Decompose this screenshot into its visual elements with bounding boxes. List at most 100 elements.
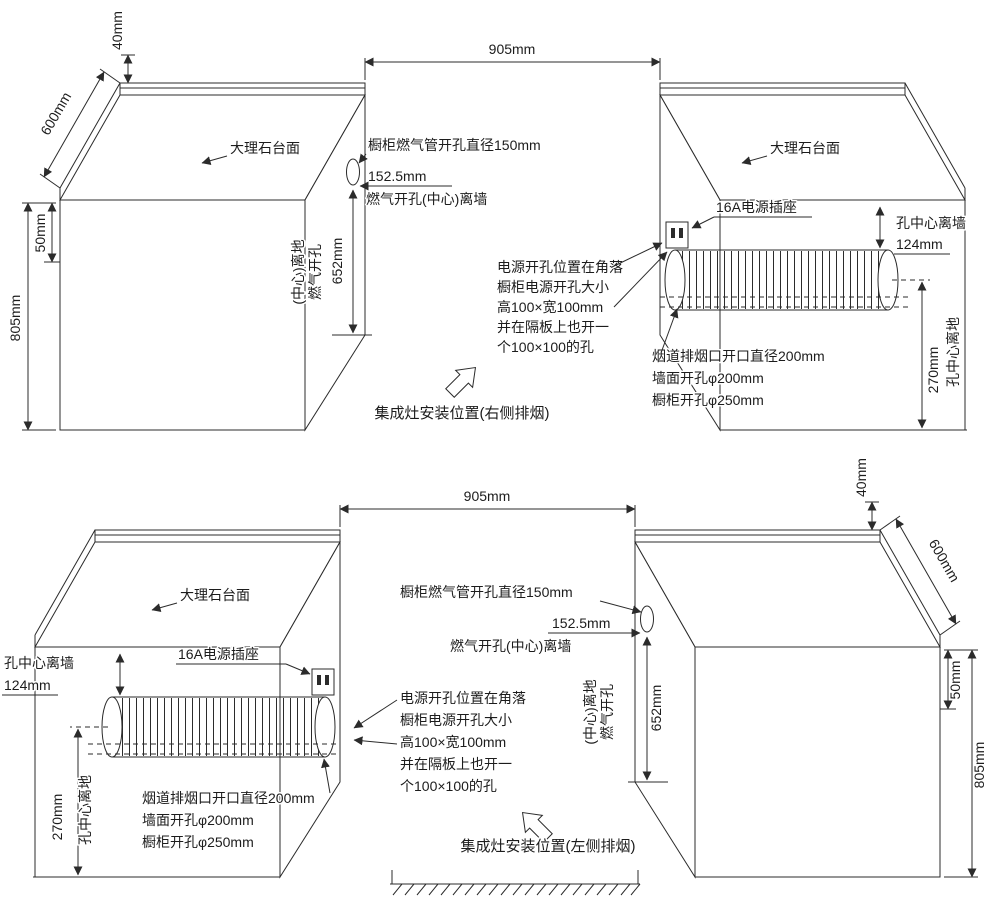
dim-40-bottom: 40mm — [852, 457, 879, 531]
dim-652-label: 652mm — [648, 685, 664, 732]
label-marble-top-right: 大理石台面 — [741, 139, 842, 166]
marble-label: 大理石台面 — [180, 587, 250, 603]
power-note-5: 个100×100的孔 — [400, 778, 497, 794]
flue-note-2: 墙面开孔φ200mm — [142, 812, 254, 828]
flue-note-1: 烟道排烟口开口直径200mm — [142, 790, 315, 806]
install-position-arrow-bottom — [521, 811, 553, 843]
power-note-5: 个100×100的孔 — [497, 339, 594, 355]
dim-270-bottom: 270mm 孔中心离地 — [33, 726, 108, 878]
dim-805-label: 805mm — [971, 742, 987, 789]
gas-pipe-hole — [640, 605, 654, 633]
label-marble-bottom-left: 大理石台面 — [151, 586, 252, 613]
power-note-3: 高100×宽100mm — [497, 299, 603, 315]
flue-note-1: 烟道排烟口开口直径200mm — [652, 348, 825, 364]
dim-905-bottom: 905mm — [339, 487, 636, 527]
dim-124-bottom: 孔中心离墙 124mm — [2, 654, 125, 696]
dim-905-top: 905mm — [364, 40, 661, 80]
dim-905-label: 905mm — [464, 488, 511, 504]
socket-box — [665, 221, 689, 249]
notes-power-top: 电源开孔位置在角落 橱柜电源开孔大小 高100×宽100mm 并在隔板上也开一 … — [496, 242, 668, 357]
cabinet-front — [59, 199, 306, 431]
duct-end-right — [877, 249, 899, 311]
exhaust-duct-bottom — [88, 696, 340, 758]
gas-vert-label-b: (中心)离地 — [290, 239, 306, 304]
marble-label: 大理石台面 — [230, 140, 300, 156]
duct-end-right — [314, 696, 336, 758]
duct-end-left — [664, 249, 686, 311]
hole-from-wall-value: 124mm — [896, 236, 943, 252]
dim-40-label: 40mm — [853, 458, 869, 497]
notes-flue-top: 烟道排烟口开口直径200mm 墙面开孔φ200mm 橱柜开孔φ250mm — [651, 308, 826, 410]
countertop-slab — [659, 82, 906, 96]
power-note-3: 高100×宽100mm — [400, 734, 506, 750]
power-note-2: 橱柜电源开孔大小 — [497, 279, 609, 295]
ground-line — [390, 870, 641, 896]
label-socket-top: 16A电源插座 — [691, 198, 812, 229]
dim-40-top: 40mm — [108, 10, 135, 84]
install-position-arrow-top — [445, 366, 477, 398]
dim-50-label: 50mm — [32, 214, 48, 253]
hole-from-wall-label: 孔中心离墙 — [896, 215, 966, 231]
dim-40-label: 40mm — [109, 11, 125, 50]
power-note-1: 电源开孔位置在角落 — [497, 259, 623, 275]
gas-from-wall-label: 燃气开孔(中心)离墙 — [450, 638, 571, 654]
notes-power-bottom: 电源开孔位置在角落 橱柜电源开孔大小 高100×宽100mm 并在隔板上也开一 … — [353, 689, 528, 796]
gas-vert-label-a: 燃气开孔 — [307, 244, 323, 300]
note-gas-hole-bottom: 橱柜燃气管开孔直径150mm 152.5mm 燃气开孔(中心)离墙 — [399, 583, 642, 656]
note-gas-hole-top: 橱柜燃气管开孔直径150mm 152.5mm 燃气开孔(中心)离墙 — [358, 136, 542, 209]
cabinet-top-left — [59, 82, 372, 432]
hole-from-wall-label: 孔中心离墙 — [4, 655, 74, 671]
diagram-right-exhaust: 16A电源插座 905mm 40mm 600mm — [6, 10, 968, 432]
gas-offset-label: 152.5mm — [368, 168, 426, 184]
socket-box — [311, 668, 335, 696]
flue-note-2: 墙面开孔φ200mm — [652, 370, 764, 386]
hole-from-floor-label: 孔中心离地 — [945, 317, 961, 387]
power-note-4: 并在隔板上也开一 — [497, 319, 609, 335]
socket-label: 16A电源插座 — [178, 646, 259, 662]
dim-652-label: 652mm — [329, 238, 345, 285]
caption-bottom: 集成灶安装位置(左侧排烟) — [461, 838, 636, 855]
dim-905-label: 905mm — [489, 41, 536, 57]
cabinet-bottom-right — [628, 529, 941, 879]
hole-from-wall-value: 124mm — [4, 677, 51, 693]
dim-50-bottom: 50mm — [940, 649, 965, 710]
countertop-slab — [119, 82, 366, 96]
gas-from-wall-label: 燃气开孔(中心)离墙 — [366, 191, 487, 207]
socket-label: 16A电源插座 — [716, 199, 797, 215]
dim-652-top: 652mm 燃气开孔 (中心)离地 — [289, 189, 358, 334]
caption-top: 集成灶安装位置(右侧排烟) — [375, 405, 550, 422]
dim-652-bottom: 652mm 燃气开孔 (中心)离地 — [581, 636, 666, 781]
flue-note-3: 橱柜开孔φ250mm — [652, 392, 764, 408]
gas-vert-label-b: (中心)离地 — [582, 679, 598, 744]
countertop-slab — [94, 529, 341, 543]
hole-from-floor-label: 孔中心离地 — [77, 775, 93, 845]
label-socket-bottom: 16A电源插座 — [176, 645, 311, 675]
duct-end-left — [101, 696, 123, 758]
dim-805-label: 805mm — [7, 295, 23, 342]
hole-from-floor-value: 270mm — [49, 794, 65, 841]
gas-hole-dia-label: 橱柜燃气管开孔直径150mm — [368, 137, 541, 153]
dim-805-bottom: 805mm — [944, 649, 989, 878]
flue-note-3: 橱柜开孔φ250mm — [142, 834, 254, 850]
dim-50-top: 50mm — [31, 202, 60, 263]
countertop-slab — [634, 529, 881, 543]
gas-offset-label: 152.5mm — [552, 615, 610, 631]
power-note-4: 并在隔板上也开一 — [400, 756, 512, 772]
power-note-1: 电源开孔位置在角落 — [400, 690, 526, 706]
dim-805-top: 805mm — [6, 202, 56, 431]
dim-50-label: 50mm — [947, 661, 963, 700]
exhaust-duct-top — [660, 249, 912, 311]
label-marble-top-left: 大理石台面 — [201, 139, 302, 166]
gas-vert-label-a: 燃气开孔 — [599, 684, 615, 740]
gas-pipe-hole — [346, 158, 360, 186]
hole-from-floor-value: 270mm — [925, 347, 941, 394]
power-socket-bottom — [311, 668, 335, 696]
dim-270-top: 270mm 孔中心离地 — [892, 279, 967, 431]
dim-124-top: 孔中心离墙 124mm — [875, 206, 968, 255]
notes-flue-bottom: 烟道排烟口开口直径200mm 墙面开孔φ200mm 橱柜开孔φ250mm — [141, 758, 331, 852]
power-socket-top — [665, 221, 689, 249]
marble-label: 大理石台面 — [770, 140, 840, 156]
cabinet-front — [694, 646, 941, 878]
